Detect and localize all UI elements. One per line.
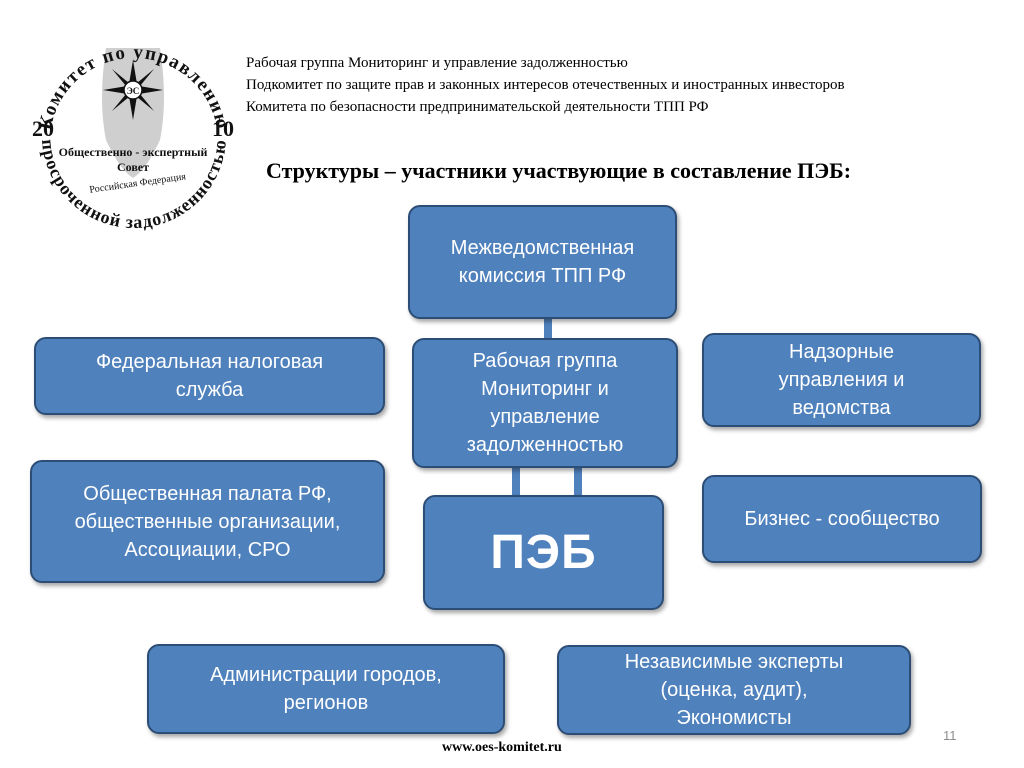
page-number: 11 bbox=[943, 728, 957, 743]
logo-center-line1: Общественно - экспертный bbox=[59, 145, 208, 159]
logo-year-right: 10 bbox=[212, 116, 234, 141]
compass-star-icon: ЭС bbox=[103, 60, 163, 120]
committee-logo: ЭС Комитет по управлению просроченной за… bbox=[28, 30, 238, 236]
box-interagency-commission: Межведомственная комиссия ТПП РФ bbox=[408, 205, 677, 319]
box-independent-experts: Независимые эксперты (оценка, аудит), Эк… bbox=[557, 645, 911, 735]
header-text: Рабочая группа Мониторинг и управление з… bbox=[246, 52, 845, 118]
logo-emblem-text: ЭС bbox=[127, 86, 140, 96]
header-line-2: Подкомитет по защите прав и законных инт… bbox=[246, 77, 845, 93]
box-public-chamber: Общественная палата РФ, общественные орг… bbox=[30, 460, 385, 583]
box-working-group: Рабочая группа Мониторинг и управление з… bbox=[412, 338, 678, 468]
logo-seal: ЭС Комитет по управлению просроченной за… bbox=[32, 42, 234, 232]
box-tax-service: Федеральная налоговая служба bbox=[34, 337, 385, 415]
header-line-3: Комитета по безопасности предприниматель… bbox=[246, 99, 709, 115]
box-city-administrations: Администрации городов, регионов bbox=[147, 644, 505, 734]
box-peb: ПЭБ bbox=[423, 495, 664, 610]
header-line-1: Рабочая группа Мониторинг и управление з… bbox=[246, 55, 628, 71]
connector-commission-to-group bbox=[544, 317, 552, 341]
footer-website-link[interactable]: www.oes-komitet.ru bbox=[442, 740, 562, 755]
logo-year-left: 20 bbox=[32, 116, 54, 141]
box-business-community: Бизнес - сообщество bbox=[702, 475, 982, 563]
box-supervisory-agencies: Надзорные управления и ведомства bbox=[702, 333, 981, 427]
slide-title: Структуры – участники участвующие в сост… bbox=[266, 158, 852, 183]
connector-group-to-peb-right bbox=[574, 466, 582, 498]
logo-center-line2: Совет bbox=[117, 160, 149, 174]
logo-country: Российская Федерация bbox=[89, 171, 187, 195]
connector-group-to-peb-left bbox=[512, 466, 520, 498]
